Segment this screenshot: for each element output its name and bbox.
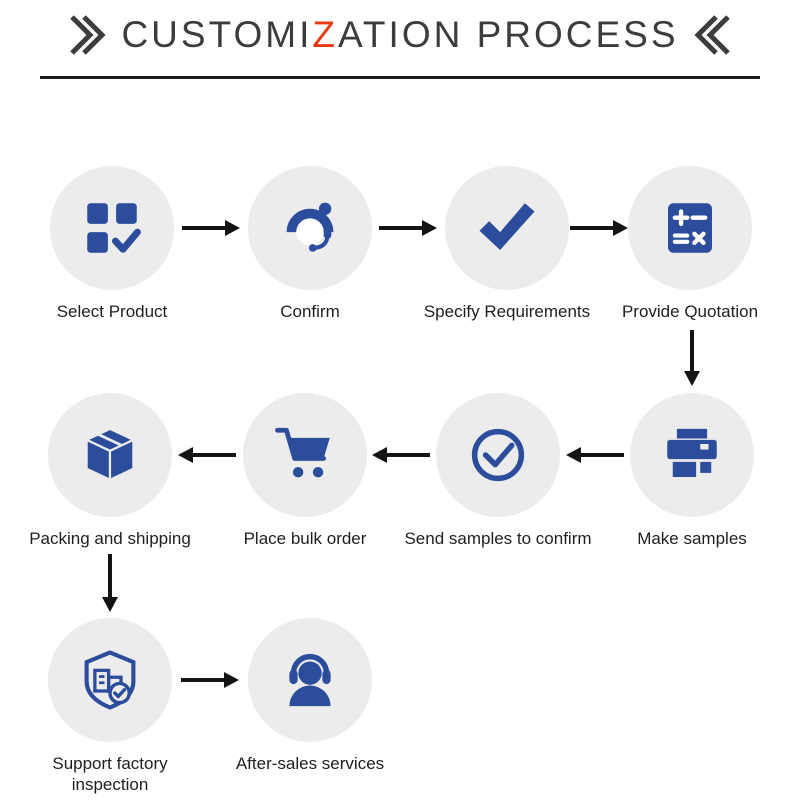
step-label: Send samples to confirm bbox=[404, 529, 592, 548]
process-step-after-sales: After-sales services bbox=[200, 618, 420, 774]
step-label: Specify Requirements bbox=[423, 302, 591, 321]
step-label: Make samples bbox=[637, 529, 747, 548]
process-step-place-bulk-order: Place bulk order bbox=[195, 393, 415, 549]
title-row: CUSTOMIZATION PROCESS bbox=[0, 12, 800, 58]
headset-support-icon bbox=[289, 653, 331, 707]
step-circle bbox=[248, 618, 372, 742]
product-grid-check-icon bbox=[87, 203, 141, 253]
step-circle bbox=[48, 618, 172, 742]
step-label: Provide Quotation bbox=[621, 302, 759, 321]
step-label: Support factory inspection bbox=[52, 754, 168, 795]
arrow-down-icon bbox=[684, 330, 700, 386]
step-circle bbox=[243, 393, 367, 517]
arrow-left-icon bbox=[566, 447, 624, 463]
calculator-icon bbox=[668, 203, 712, 253]
process-step-factory-inspection: Support factory inspection bbox=[0, 618, 220, 796]
circle-check-icon bbox=[471, 428, 525, 482]
title-suffix: ATION PROCESS bbox=[338, 14, 679, 55]
step-circle bbox=[248, 166, 372, 290]
title-underline bbox=[40, 76, 760, 79]
step-label: Confirm bbox=[280, 302, 340, 321]
arrow-down-icon bbox=[102, 554, 118, 612]
chevrons-left-icon bbox=[70, 15, 106, 55]
arrow-right-icon bbox=[570, 220, 628, 236]
step-circle bbox=[445, 166, 569, 290]
step-circle bbox=[628, 166, 752, 290]
factory-inspection-icon bbox=[84, 650, 136, 710]
step-circle bbox=[436, 393, 560, 517]
process-step-provide-quotation: Provide Quotation bbox=[580, 166, 800, 322]
process-step-packing-shipping: Packing and shipping bbox=[0, 393, 220, 549]
customer-service-agent-icon bbox=[286, 202, 334, 252]
title-highlight-letter: Z bbox=[312, 14, 338, 55]
arrow-left-icon bbox=[178, 447, 236, 463]
title-prefix: CUSTOMI bbox=[121, 14, 313, 55]
chevrons-right-icon bbox=[693, 15, 730, 55]
process-step-select-product: Select Product bbox=[2, 166, 222, 322]
shopping-cart-icon bbox=[275, 427, 330, 478]
arrow-right-icon bbox=[181, 672, 239, 688]
process-step-specify-requirements: Specify Requirements bbox=[397, 166, 617, 322]
step-circle bbox=[630, 393, 754, 517]
step-circle bbox=[48, 393, 172, 517]
process-step-confirm: Confirm bbox=[200, 166, 420, 322]
arrow-right-icon bbox=[379, 220, 437, 236]
step-circle bbox=[50, 166, 174, 290]
step-label: After-sales services bbox=[235, 754, 385, 773]
arrow-left-icon bbox=[372, 447, 430, 463]
checkmark-icon bbox=[479, 203, 535, 250]
step-label: Select Product bbox=[56, 302, 168, 321]
process-step-send-samples: Send samples to confirm bbox=[388, 393, 608, 549]
package-box-icon bbox=[84, 427, 136, 482]
printer-icon bbox=[667, 428, 717, 477]
process-step-make-samples: Make samples bbox=[582, 393, 800, 549]
arrow-right-icon bbox=[182, 220, 240, 236]
page-title: CUSTOMIZATION PROCESS bbox=[121, 14, 678, 56]
step-label: Place bulk order bbox=[243, 529, 367, 548]
step-label: Packing and shipping bbox=[29, 529, 191, 548]
